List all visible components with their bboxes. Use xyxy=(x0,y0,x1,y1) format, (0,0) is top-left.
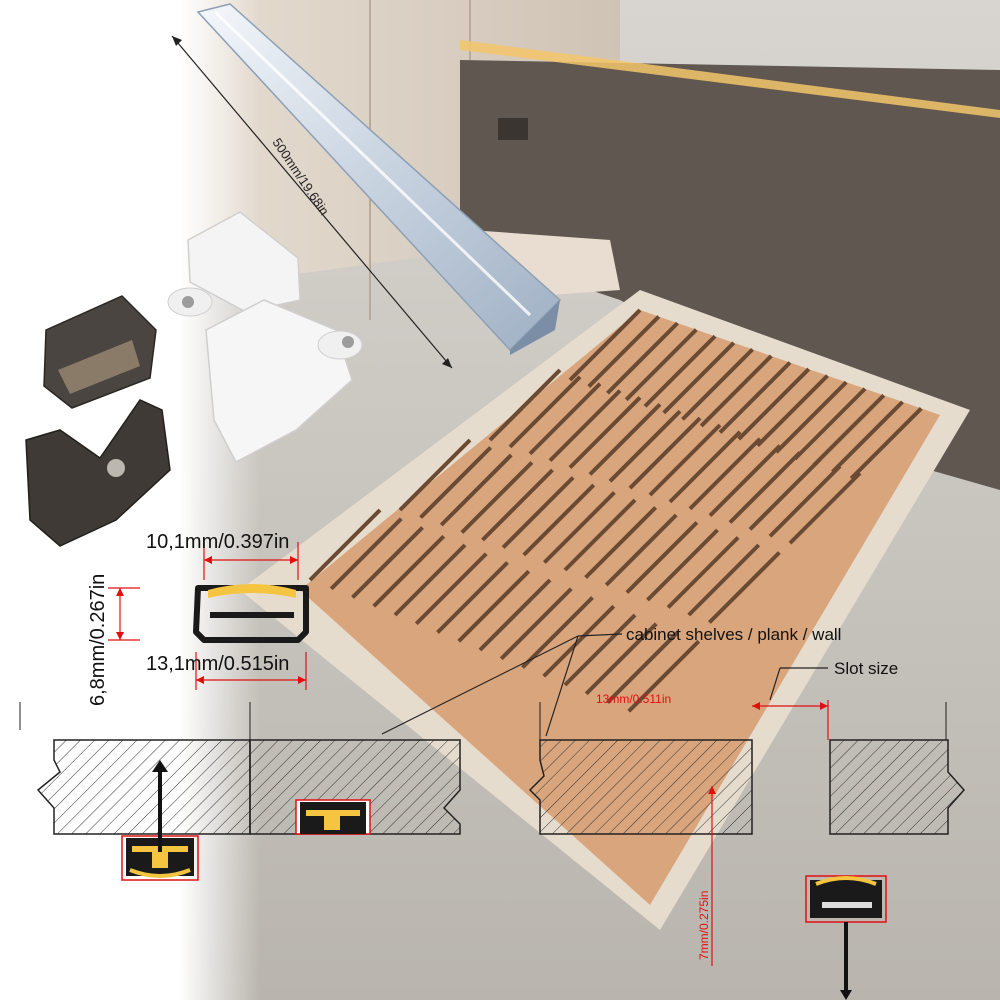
bed-slat-gap xyxy=(788,471,862,545)
length-dimension-line xyxy=(171,35,453,369)
bed-slat-gap xyxy=(628,416,702,490)
bed-slat-gap xyxy=(584,506,658,579)
wall-switch xyxy=(498,118,528,140)
bed-slat-gap xyxy=(488,368,562,442)
bed-slat-gap xyxy=(501,476,575,549)
room-photo xyxy=(180,0,1000,1000)
bed-slat-gap xyxy=(688,437,762,511)
bed-slat-gap xyxy=(699,354,773,428)
bed-slat-gap xyxy=(568,308,642,382)
bed-slat-gap xyxy=(662,341,736,415)
bed-slat-gap xyxy=(351,526,424,599)
bed-slat-gap xyxy=(521,596,594,669)
bed-slat-gap xyxy=(756,374,829,448)
screw-hole-icon xyxy=(107,459,125,477)
bed-slat-gap xyxy=(563,498,637,572)
cross-section xyxy=(108,542,309,690)
bed-slat-gap xyxy=(460,461,534,534)
bed-slat-gap xyxy=(587,315,661,388)
led-strip xyxy=(306,810,360,816)
bed-slat-gap xyxy=(737,367,811,441)
slot-width-label: 13mm/0.511in xyxy=(596,692,671,706)
bed-slat-gap xyxy=(393,543,467,617)
bed-slat-gap xyxy=(414,552,488,626)
bed-slat-gap xyxy=(584,622,658,696)
bed-slat-gap xyxy=(439,453,513,527)
bed-slat-gap xyxy=(646,528,719,602)
top-width-label: 10,1mm/0.397in xyxy=(146,531,289,553)
bed-slat-gap xyxy=(548,389,622,463)
bed-slat-gap xyxy=(606,321,679,395)
led-light-line xyxy=(460,40,1000,118)
screw-hole-icon xyxy=(182,296,194,308)
bed-slat-gap xyxy=(793,387,867,461)
bed-slat-gap xyxy=(812,393,886,467)
bed-slat-gap xyxy=(308,508,382,582)
slot-mount-section xyxy=(528,700,966,1000)
height-label: 6,8mm/0.267in xyxy=(87,574,109,706)
bed-slat-gap xyxy=(728,451,802,524)
bed-slat-gap xyxy=(606,631,679,704)
recessed-mount-section xyxy=(249,739,461,835)
bed-slat-gap xyxy=(604,513,678,587)
bed-slat-gap xyxy=(372,534,446,608)
bed-slat-gap xyxy=(849,407,923,480)
bed-slat-gap xyxy=(419,446,493,519)
bed-slat-gap xyxy=(643,334,717,408)
bed-slat-gap xyxy=(707,551,781,624)
bed-slat-gap xyxy=(768,464,842,538)
bed-slat-gap xyxy=(708,444,782,518)
bed-slat-gap xyxy=(457,569,531,643)
bed-slat-gap xyxy=(831,400,904,474)
bed-slat-gap xyxy=(648,423,722,497)
bed-slat-gap xyxy=(625,521,699,594)
bed-slat-gap xyxy=(624,328,698,402)
bed-slat-gap xyxy=(481,468,554,542)
bottom-width-label: 13,1mm/0.515in xyxy=(146,653,289,675)
bed-slat-gap xyxy=(329,517,403,591)
bed-slat-gap xyxy=(627,639,701,713)
bed-slat-gap xyxy=(499,587,573,661)
diffuser-cover xyxy=(208,584,296,598)
bed-slat-gap xyxy=(748,457,822,531)
bed-slat-gap xyxy=(718,361,792,434)
bed-slat-gap xyxy=(681,347,754,421)
bed-slat-gap xyxy=(668,430,742,504)
bed-slat-gap xyxy=(588,402,662,476)
bed-slat-gap xyxy=(508,375,582,449)
bed-slat-gap xyxy=(563,613,637,687)
slot-depth-label: 7mm/0.275in xyxy=(697,891,711,960)
surface-annotation: cabinet shelves / plank / wall xyxy=(626,625,841,644)
bed-slat-gap xyxy=(666,536,740,609)
bed-slat-gap xyxy=(522,483,596,557)
surface-mount-section xyxy=(19,702,251,881)
annotation-leaders xyxy=(381,633,828,737)
profile-section-outline xyxy=(193,585,309,643)
bed-slat-gap xyxy=(478,578,552,652)
aluminum-profile xyxy=(171,3,562,369)
screw-hole-icon xyxy=(342,336,354,348)
bed-slats-base xyxy=(300,310,940,905)
slot-annotation: Slot size xyxy=(834,659,898,678)
bed-slat-gap xyxy=(568,396,642,469)
bed-slat-gap xyxy=(687,543,761,617)
bed-slat-gap xyxy=(774,380,848,454)
bed-slat-gap xyxy=(436,561,509,634)
bed-slat-gap xyxy=(528,382,602,456)
mounting-clips xyxy=(25,295,171,547)
bed-slats xyxy=(308,308,923,713)
end-caps xyxy=(167,211,363,464)
bed-slat-gap xyxy=(398,438,472,512)
bed-slat-gap xyxy=(542,491,616,564)
bed-slat-gap xyxy=(608,409,682,483)
bed-slat-gap xyxy=(542,604,616,678)
